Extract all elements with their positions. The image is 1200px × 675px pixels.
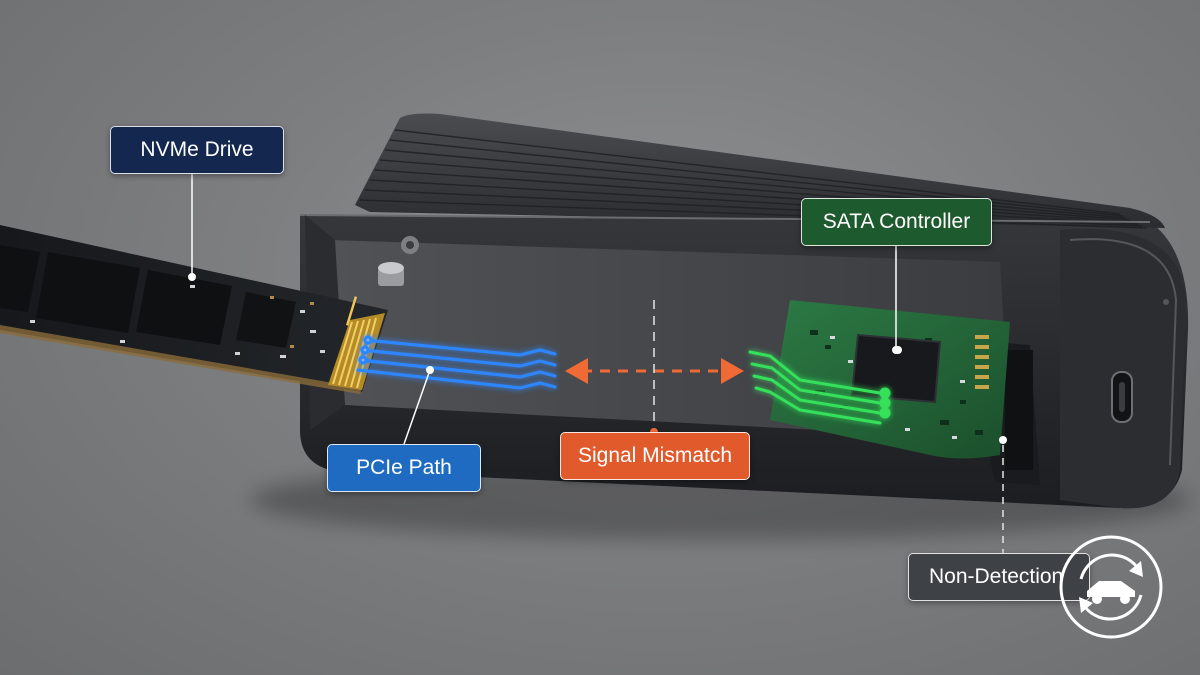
nvme-drive-stick [0, 225, 388, 394]
callout-leaders [191, 174, 1004, 553]
signal-mismatch-label: Signal Mismatch [560, 432, 750, 480]
pcie-path-label: PCIe Path [327, 444, 481, 492]
non-detection-label: Non-Detection [908, 553, 1090, 601]
dram-chip [236, 292, 296, 348]
nvme-drive-label: NVMe Drive [110, 126, 284, 174]
sata-controller-label: SATA Controller [801, 198, 992, 246]
sata-controller-board [770, 300, 1010, 459]
pcie-traces [356, 335, 557, 390]
usb-c-port [1111, 371, 1133, 423]
screw-standoff [378, 236, 419, 286]
enclosure-end-cap [1060, 228, 1186, 509]
sata-traces [748, 350, 891, 425]
nand-chip-3 [136, 270, 232, 345]
mismatch-arrow [565, 358, 744, 384]
nand-chip-2 [36, 252, 140, 333]
sata-callout-dot [892, 346, 900, 354]
pcie-callout-dot [426, 366, 434, 374]
non-detection-callout-dot [999, 436, 1007, 444]
nvme-callout-dot [188, 273, 196, 281]
sync-arrows-car-icon [1059, 535, 1163, 639]
nand-chip-1 [0, 245, 40, 312]
controller-chip [850, 333, 942, 404]
